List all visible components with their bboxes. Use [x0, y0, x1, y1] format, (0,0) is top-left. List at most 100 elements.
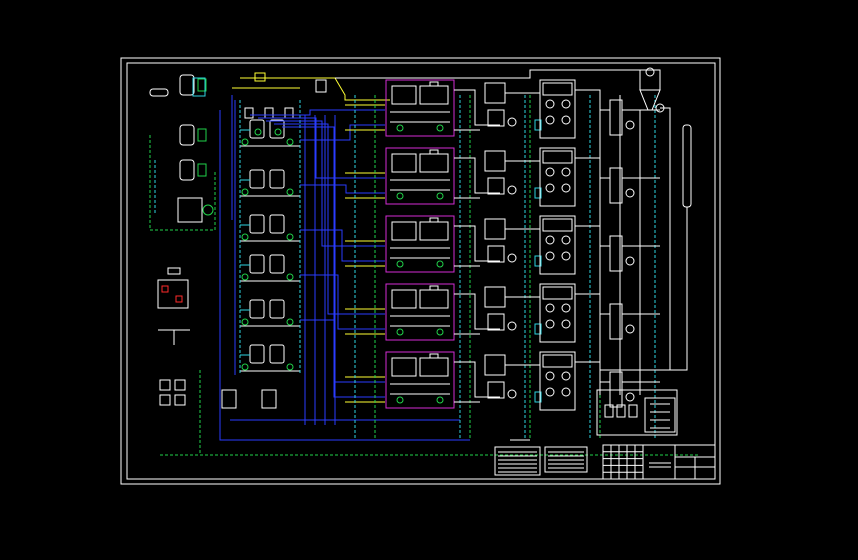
pump-symbol: [625, 392, 635, 402]
filter-press-head: [542, 286, 573, 300]
notes-box: [494, 446, 541, 476]
separator-vessel: [487, 177, 505, 195]
pump-symbol: [202, 204, 214, 216]
column-vessel: [269, 344, 285, 364]
pump-symbol: [507, 253, 517, 263]
column-vessel: [269, 254, 285, 274]
tank-valve-group: [197, 163, 207, 177]
blue-pipe: [250, 109, 385, 116]
pump-symbol: [396, 396, 404, 404]
stage-row: [385, 79, 660, 139]
filter-press: [539, 351, 576, 411]
notes-area: [494, 439, 588, 476]
filter-element: [561, 115, 571, 125]
filter-element: [545, 387, 555, 397]
cyan-instrument: [534, 391, 542, 403]
detail-label-box: [167, 267, 181, 275]
pump-symbol: [286, 188, 294, 196]
column-unit: [240, 344, 300, 372]
blue-pipe: [300, 319, 385, 398]
pump-symbol: [286, 318, 294, 326]
filter-element: [545, 371, 555, 381]
detail-red-mark: [175, 295, 183, 303]
column-vessel: [249, 344, 265, 364]
pump-symbol: [241, 363, 249, 371]
column-vessel: [269, 169, 285, 189]
transfer-vessel: [221, 389, 237, 409]
pump-group-unit: [159, 379, 171, 391]
column-unit: [240, 214, 300, 242]
pump-symbol: [625, 256, 635, 266]
column-vessel: [249, 299, 265, 319]
pump-symbol: [396, 192, 404, 200]
pump-symbol: [436, 328, 444, 336]
pump-symbol: [286, 233, 294, 241]
inner-frame: [126, 62, 716, 480]
reactor-label-box: [429, 353, 439, 359]
cyclone-cone: [639, 89, 661, 111]
filter-element: [545, 235, 555, 245]
separator-vessel: [487, 245, 505, 263]
cyan-instrument: [534, 119, 542, 131]
transfer-vessel: [261, 389, 277, 409]
blue-pipe: [219, 110, 470, 441]
column-unit: [240, 254, 300, 282]
tank-valve-group: [197, 78, 207, 92]
filter-element: [545, 183, 555, 193]
filter-element: [545, 303, 555, 313]
pump-symbol: [436, 260, 444, 268]
dryer-column: [609, 167, 623, 204]
column-vessel: [269, 119, 285, 139]
filter-element: [561, 167, 571, 177]
reactor-box: [385, 283, 455, 341]
cyclone-top: [645, 67, 655, 77]
separator-vessel: [487, 381, 505, 399]
filter-element: [545, 251, 555, 261]
horizontal-vessel: [149, 88, 169, 97]
reactor-inner: [391, 153, 417, 173]
filter-element: [561, 183, 571, 193]
left-column-units: [231, 95, 301, 375]
reactor-label-box: [429, 149, 439, 155]
pump-group-unit: [174, 379, 186, 391]
pump-symbol: [625, 188, 635, 198]
blue-pipe: [282, 126, 385, 383]
filter-unit: [192, 77, 206, 97]
pump-symbol: [625, 120, 635, 130]
reactor-inner: [391, 85, 417, 105]
pump-symbol: [507, 185, 517, 195]
reactor-box: [385, 79, 455, 137]
stage-row: [385, 215, 660, 275]
blue-pipe: [300, 184, 385, 194]
dryer-column: [609, 235, 623, 272]
filter-press: [539, 79, 576, 139]
storage-tank: [179, 159, 195, 181]
dryer-column: [609, 303, 623, 340]
blue-pipe: [274, 123, 385, 315]
dryer-column: [609, 99, 623, 136]
filter-element: [545, 115, 555, 125]
stage-row: [385, 351, 660, 411]
filter-element: [561, 319, 571, 329]
pump-symbol: [396, 328, 404, 336]
pump-symbol: [286, 363, 294, 371]
pump-symbol: [241, 273, 249, 281]
pump-symbol: [436, 192, 444, 200]
pump-group-unit: [159, 394, 171, 406]
panel-legend-box: [644, 397, 676, 433]
reactor-label-box: [429, 285, 439, 291]
pump-symbol: [254, 128, 262, 136]
filter-element: [545, 319, 555, 329]
filter-element: [561, 251, 571, 261]
detail-red-mark: [161, 285, 169, 293]
column-unit: [240, 119, 300, 147]
cyan-instrument: [534, 255, 542, 267]
title-block-frame: [602, 444, 716, 480]
instrument-vessel: [616, 404, 626, 418]
filter-element: [561, 303, 571, 313]
pump-symbol: [625, 324, 635, 334]
filter-press-head: [542, 354, 573, 368]
filter-press-head: [542, 218, 573, 232]
yellow-pipe: [240, 77, 390, 101]
